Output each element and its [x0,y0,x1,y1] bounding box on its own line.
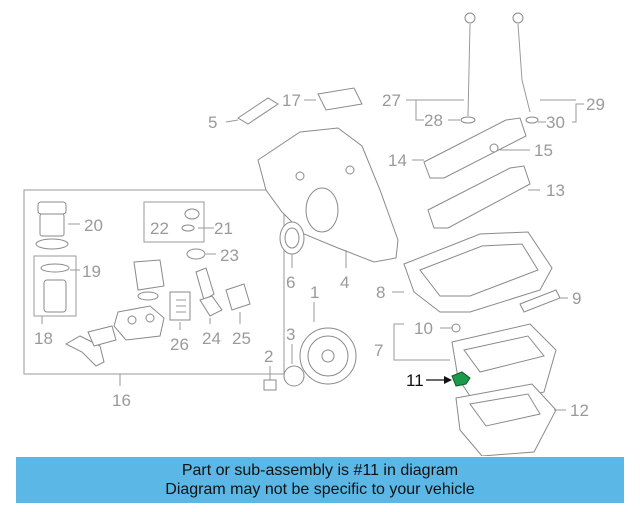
filter-housing [64,259,165,367]
callout-14[interactable]: 14 [388,151,407,170]
callout-19[interactable]: 19 [82,262,101,281]
callout-18[interactable]: 18 [34,329,53,348]
leader-7-bottom [393,350,450,361]
callout-20[interactable]: 20 [84,216,103,235]
dipstick-left [464,12,476,117]
callout-27[interactable]: 27 [382,91,401,110]
callout-28[interactable]: 28 [424,111,443,130]
callout-25[interactable]: 25 [232,329,251,348]
callout-9[interactable]: 9 [572,289,581,308]
oil-pan-cover [455,383,557,456]
callout-1[interactable]: 1 [310,283,319,302]
callout-11[interactable]: 11 [406,371,424,390]
timing-cover [257,127,399,263]
dipstick-seal-left [460,116,476,124]
callout-5[interactable]: 5 [208,113,217,132]
filter-element-frame [33,255,77,317]
drain-plug [451,323,461,333]
dipstick-seal-right [525,116,539,124]
gasket-kit [317,87,363,111]
callout-23[interactable]: 23 [220,246,239,265]
valve-cover-left [423,117,527,179]
leader-5 [225,119,239,123]
parts-diagram: 16 20 19 18 22 21 23 24 25 [23,12,605,456]
oil-filter-group-frame [23,189,285,375]
callout-17[interactable]: 17 [282,91,301,110]
leader-7-top [393,323,404,350]
callout-26[interactable]: 26 [170,335,189,354]
upper-oil-pan [403,231,553,313]
leader-27 [406,99,424,121]
callout-2[interactable]: 2 [264,347,273,366]
callout-29[interactable]: 29 [586,95,605,114]
sensor-plug [186,248,206,260]
callout-22[interactable]: 22 [150,219,169,238]
sensor-bracket [225,283,251,311]
flywheel-hub [321,349,335,363]
banner-line-1: Part or sub-assembly is #11 in diagram [181,462,459,479]
leader-29 [572,103,584,123]
dipstick-right [512,12,531,113]
callout-16[interactable]: 16 [112,391,131,410]
seal-ring [181,224,195,232]
callout-3[interactable]: 3 [286,325,295,344]
info-banner: Part or sub-assembly is #11 in diagram D… [16,457,624,503]
sealant-tube [237,97,279,125]
callout-13[interactable]: 13 [546,181,565,200]
oil-filter-cap [35,201,69,250]
oil-filter-element [43,279,67,313]
seal-kit-frame [143,201,205,243]
callout-21[interactable]: 21 [214,219,233,238]
callout-10[interactable]: 10 [414,319,433,338]
flywheel-bolt [263,379,277,391]
callout-15[interactable]: 15 [534,141,553,160]
oil-cap [489,143,499,153]
front-seal-inner [284,227,300,249]
leader-11-arrow [444,376,452,384]
callout-30[interactable]: 30 [546,113,565,132]
callout-6[interactable]: 6 [286,273,295,292]
dipstick-tube-lower [195,267,223,317]
callout-7[interactable]: 7 [374,341,383,360]
seal-cap [184,208,200,220]
callout-8[interactable]: 8 [376,283,385,302]
highlighted-part-11[interactable] [451,371,471,387]
callout-4[interactable]: 4 [340,273,349,292]
banner-line-2: Diagram may not be specific to your vehi… [165,481,475,498]
filter-o-ring [40,263,70,273]
callout-12[interactable]: 12 [570,401,589,420]
reinforcement-plate [283,365,305,387]
valve-cover-right [427,165,531,229]
callout-24[interactable]: 24 [202,329,221,348]
